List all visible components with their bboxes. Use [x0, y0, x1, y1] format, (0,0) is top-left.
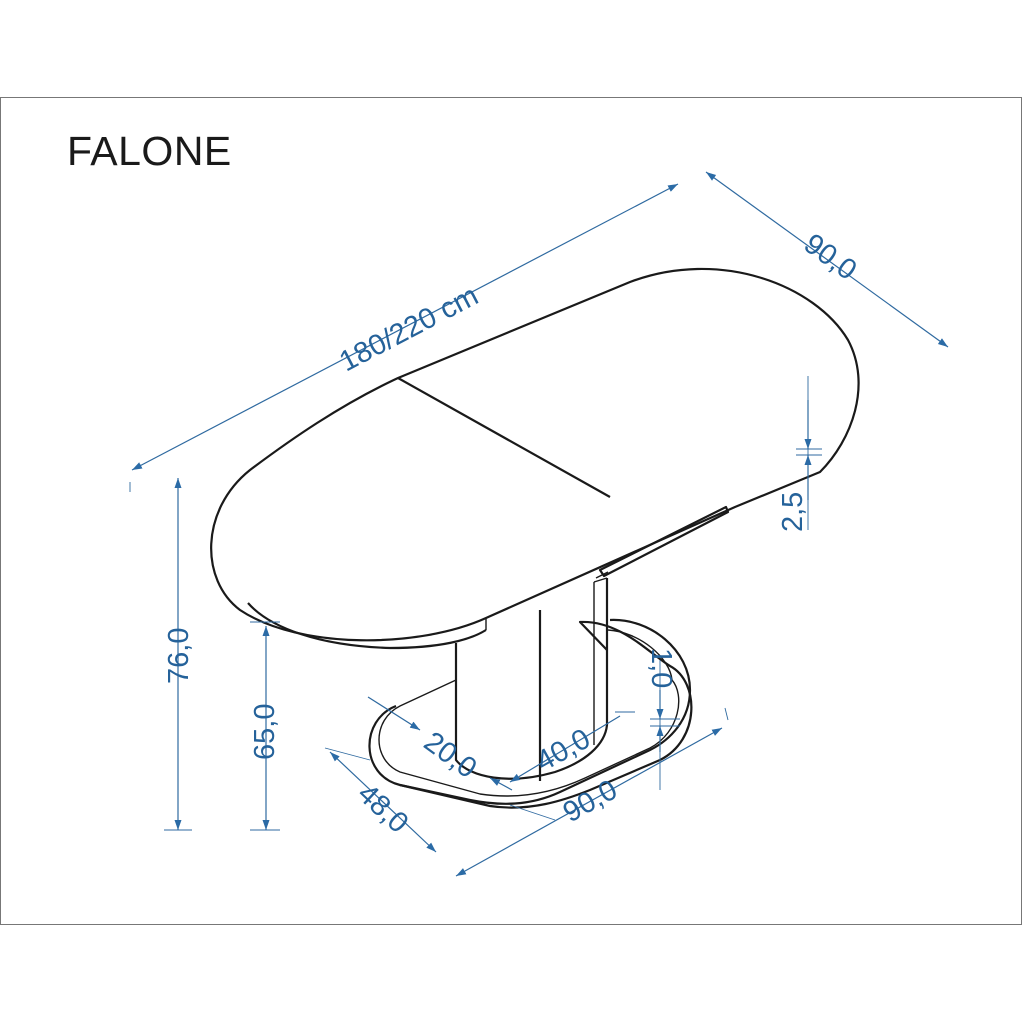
base-plate — [368, 620, 693, 809]
basewidth-dim-line — [329, 751, 437, 853]
product-title: FALONE — [67, 128, 232, 174]
width-dim-line — [705, 171, 949, 348]
offset-dim-line — [367, 696, 421, 731]
basewidth-ext-top — [324, 747, 371, 761]
extension-rail — [598, 505, 730, 578]
base-offset-label: 20,0 — [418, 726, 482, 785]
dimension-labels: 180/220 cm 90,0 2,5 76,0 65,0 1,0 20,0 4… — [163, 228, 862, 840]
table-outline — [210, 267, 860, 809]
column-height-label: 65,0 — [249, 704, 281, 760]
top-thickness-label: 2,5 — [777, 492, 809, 532]
column-top — [593, 577, 608, 583]
base-length-label: 90,0 — [558, 774, 623, 829]
rail-drop — [595, 571, 609, 579]
offset-dim-line-b — [489, 777, 513, 791]
dimension-lines — [129, 171, 949, 877]
extension-seam — [397, 377, 611, 498]
drawing-frame — [0, 97, 1022, 925]
top-underside — [247, 602, 487, 650]
baselength-dim-line — [455, 727, 723, 877]
total-height-label: 76,0 — [163, 628, 195, 684]
baselength-ext — [724, 707, 729, 721]
length-dim-line — [131, 183, 679, 471]
base-plate-inner-top — [607, 629, 673, 681]
baselength-ext-b — [509, 804, 556, 821]
length-label: 180/220 cm — [334, 280, 483, 379]
base-thickness-label: 1,0 — [645, 648, 677, 688]
